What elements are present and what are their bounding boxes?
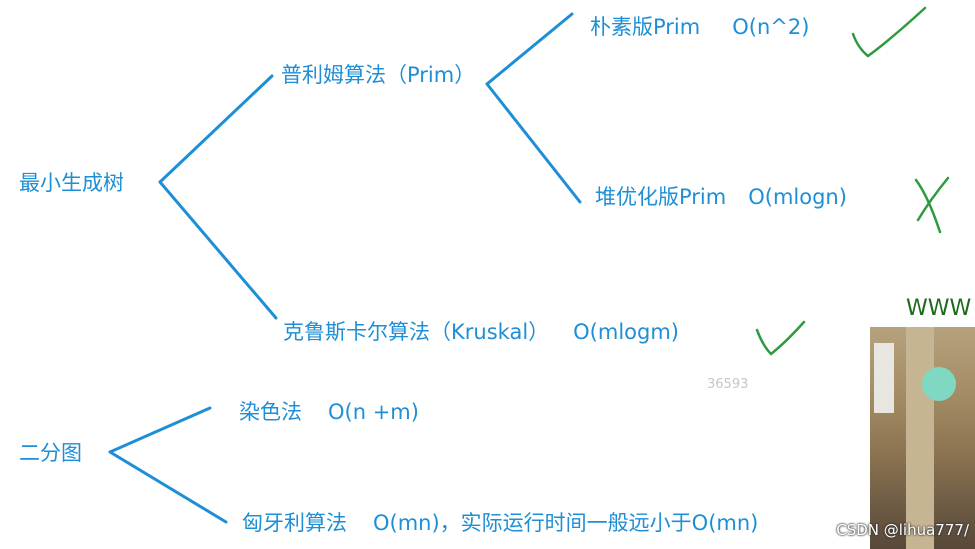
node-label: 克鲁斯卡尔算法（Kruskal） (283, 320, 550, 344)
node-hungarian: 匈牙利算法 O(mn)，实际运行时间一般远小于O(mn) (242, 513, 758, 534)
edge-bipartite-hungarian (108, 450, 228, 524)
node-label: 二分图 (19, 441, 82, 465)
complexity-label: O(mlogm) (573, 320, 679, 344)
watermark-number: 36593 (707, 377, 749, 392)
complexity-label: O(mlogn) (748, 185, 847, 209)
node-minimum-spanning-tree: 最小生成树 (19, 173, 124, 194)
node-label: 堆优化版Prim (595, 185, 727, 209)
edge-root-prim (158, 74, 274, 184)
edge-root-kruskal (158, 180, 278, 320)
edge-prim-naive (485, 12, 574, 86)
webcam-door (906, 327, 934, 549)
complexity-label: O(n^2) (732, 15, 810, 39)
node-prim-naive: 朴素版Prim O(n^2) (590, 17, 809, 38)
node-prim: 普利姆算法（Prim） (281, 65, 475, 86)
webcam-paper (874, 343, 894, 413)
edge-bipartite-coloring (108, 406, 212, 454)
node-label: 普利姆算法（Prim） (281, 63, 476, 87)
complexity-label: O(mn)，实际运行时间一般远小于O(mn) (373, 511, 759, 535)
csdn-watermark: CSDN @lihua777/ (836, 521, 969, 539)
webcam-overlay (870, 327, 975, 549)
check-mark-icon (851, 6, 927, 58)
node-label: 朴素版Prim (590, 15, 701, 39)
complexity-label: O(n +m) (328, 400, 419, 424)
cross-mark-icon (914, 176, 950, 234)
node-prim-heap: 堆优化版Prim O(mlogn) (595, 187, 847, 208)
node-label: 染色法 (239, 400, 302, 424)
node-label: 最小生成树 (19, 171, 124, 195)
webcam-plush (922, 367, 956, 401)
node-coloring: 染色法 O(n +m) (239, 402, 419, 423)
node-kruskal: 克鲁斯卡尔算法（Kruskal） O(mlogm) (283, 322, 679, 343)
edge-prim-heap (485, 82, 582, 204)
check-mark-icon (755, 320, 806, 356)
node-bipartite-graph: 二分图 (19, 443, 82, 464)
handwritten-www: WWW (906, 296, 972, 321)
node-label: 匈牙利算法 (242, 511, 347, 535)
